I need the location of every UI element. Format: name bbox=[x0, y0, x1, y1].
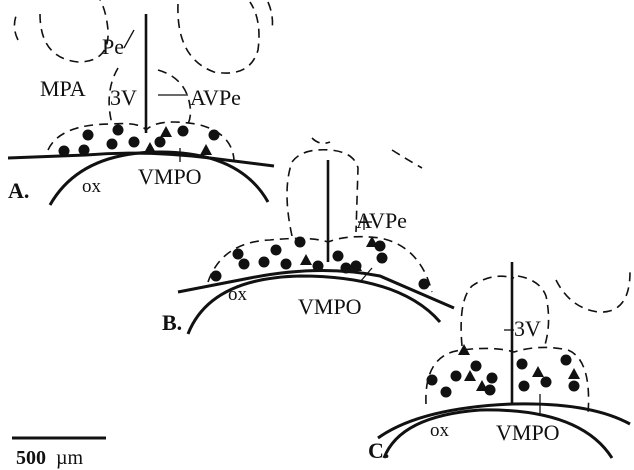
panel-c-right-dashed-region bbox=[555, 271, 631, 313]
filled-circle-marker bbox=[374, 240, 386, 252]
filled-circle-marker bbox=[486, 372, 498, 384]
filled-circle-marker bbox=[78, 144, 90, 156]
panel-c-cell-markers bbox=[426, 344, 580, 398]
panel-a-pe-leader bbox=[123, 29, 135, 49]
filled-circle-marker bbox=[112, 124, 124, 136]
scale-bar: 500 µm bbox=[12, 436, 106, 469]
scale-bar-value: 500 bbox=[16, 447, 46, 469]
filled-circle-marker bbox=[518, 380, 530, 392]
filled-circle-marker bbox=[440, 386, 452, 398]
filled-circle-marker bbox=[340, 262, 352, 274]
filled-circle-marker bbox=[568, 380, 580, 392]
panel-c-3v-label: 3V bbox=[514, 316, 541, 341]
panel-c-third-ventricle-contour bbox=[460, 275, 515, 347]
panel-b-label: B. bbox=[162, 310, 182, 335]
panel-c: 3V ox VMPO C. bbox=[368, 262, 631, 463]
filled-circle-marker bbox=[312, 260, 324, 272]
filled-triangle-marker bbox=[458, 344, 470, 355]
panel-a-cell-markers bbox=[58, 124, 220, 157]
filled-circle-marker bbox=[154, 136, 166, 148]
panel-a-left-dashed-contour bbox=[13, 15, 19, 41]
panel-a-vmpo-label: VMPO bbox=[138, 164, 202, 189]
filled-triangle-marker bbox=[532, 366, 544, 377]
scale-bar-label: 500 µm bbox=[16, 447, 84, 469]
panel-b-ox-label: ox bbox=[228, 284, 248, 305]
scale-bar-unit: µm bbox=[56, 447, 84, 469]
panel-a-periventricular-contour bbox=[108, 67, 119, 125]
panel-b: AVPe ox VMPO B. bbox=[162, 137, 455, 335]
filled-triangle-marker bbox=[350, 260, 362, 271]
filled-circle-marker bbox=[82, 129, 94, 141]
filled-circle-marker bbox=[450, 370, 462, 382]
panel-a: Pe MPA 3V AVPe ox VMPO A. bbox=[7, 0, 275, 206]
filled-triangle-marker bbox=[144, 142, 156, 153]
filled-triangle-marker bbox=[160, 126, 172, 137]
filled-circle-marker bbox=[270, 244, 282, 256]
panel-a-upper-right-dashed-region bbox=[177, 1, 260, 74]
panel-a-label: A. bbox=[8, 178, 29, 203]
panel-c-ox-label: ox bbox=[430, 420, 450, 441]
filled-circle-marker bbox=[238, 258, 250, 270]
filled-circle-marker bbox=[210, 270, 222, 282]
filled-triangle-marker bbox=[464, 370, 476, 381]
panel-b-right-dashed-curve bbox=[391, 149, 423, 169]
filled-circle-marker bbox=[128, 136, 140, 148]
panel-a-pe-label: Pe bbox=[102, 34, 124, 59]
filled-circle-marker bbox=[470, 360, 482, 372]
panel-a-upper-far-right-dashed bbox=[267, 1, 274, 31]
filled-circle-marker bbox=[232, 248, 244, 260]
filled-circle-marker bbox=[426, 374, 438, 386]
filled-circle-marker bbox=[516, 358, 528, 370]
panel-c-third-ventricle-right bbox=[517, 275, 550, 349]
panel-b-vmpo-label: VMPO bbox=[298, 294, 362, 319]
panel-a-optic-chiasm bbox=[48, 150, 270, 206]
panel-b-optic-chiasm bbox=[186, 274, 442, 335]
filled-circle-marker bbox=[418, 278, 430, 290]
filled-circle-marker bbox=[332, 250, 344, 262]
panel-b-top-dashed-curve bbox=[311, 137, 331, 145]
filled-triangle-marker bbox=[366, 236, 378, 247]
panel-c-vmpo-dome bbox=[425, 346, 590, 415]
filled-circle-marker bbox=[484, 384, 496, 396]
panel-b-cell-markers bbox=[210, 236, 430, 290]
panel-a-mpa-label: MPA bbox=[40, 76, 86, 101]
filled-circle-marker bbox=[376, 252, 388, 264]
panel-a-3v-label: 3V bbox=[110, 85, 137, 110]
panel-b-vmpo-leader bbox=[359, 267, 373, 283]
filled-circle-marker bbox=[58, 145, 70, 157]
panel-c-label: C. bbox=[368, 438, 389, 463]
filled-circle-marker bbox=[258, 256, 270, 268]
filled-triangle-marker bbox=[300, 254, 312, 265]
filled-circle-marker bbox=[560, 354, 572, 366]
panel-c-vmpo-label: VMPO bbox=[496, 420, 560, 445]
filled-circle-marker bbox=[177, 125, 189, 137]
panel-c-basal-surface bbox=[377, 402, 631, 440]
panel-c-optic-chiasm bbox=[382, 408, 614, 459]
panel-a-ox-label: ox bbox=[82, 176, 102, 197]
filled-circle-marker bbox=[106, 138, 118, 150]
panel-a-upper-left-dashed-region bbox=[39, 0, 109, 63]
filled-circle-marker bbox=[540, 376, 552, 388]
filled-circle-marker bbox=[294, 236, 306, 248]
panel-a-avpe-label: AVPe bbox=[190, 85, 241, 110]
panel-a-avpe-contour bbox=[157, 69, 192, 129]
filled-circle-marker bbox=[208, 129, 220, 141]
filled-triangle-marker bbox=[200, 144, 212, 155]
filled-triangle-marker bbox=[476, 380, 488, 391]
filled-circle-marker bbox=[280, 258, 292, 270]
panel-b-avpe-label: AVPe bbox=[356, 208, 407, 233]
panel-b-third-ventricle-contour bbox=[286, 148, 359, 237]
filled-triangle-marker bbox=[568, 368, 580, 379]
